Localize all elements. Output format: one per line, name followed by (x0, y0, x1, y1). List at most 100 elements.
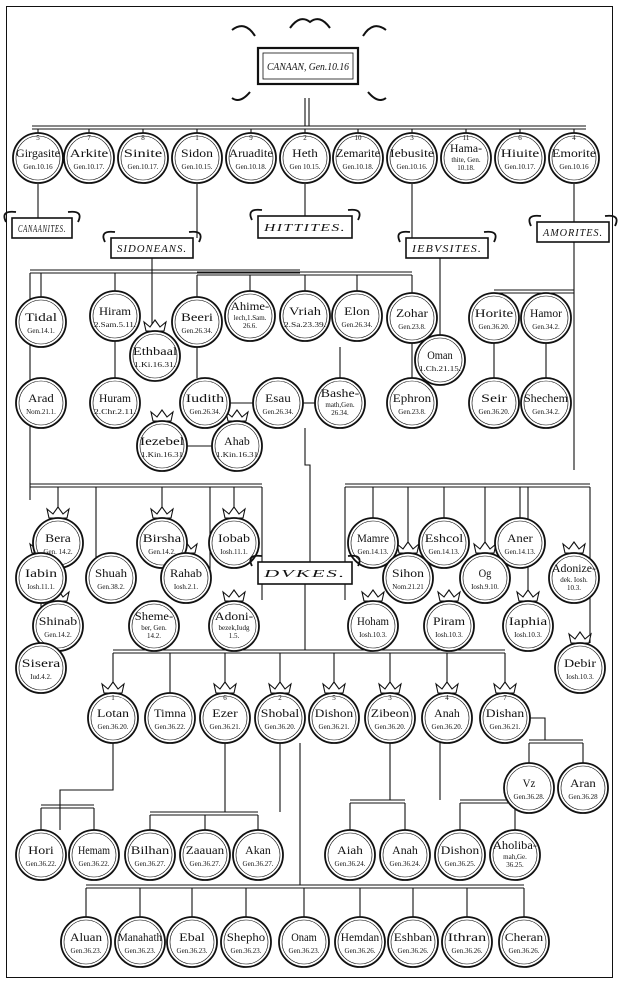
node-name: Shechem (524, 393, 568, 405)
chart-title: CANAAN, Gen.10.16 (267, 62, 349, 73)
node-reference: Gen.26.34. (190, 408, 221, 416)
crown-icon (361, 589, 385, 602)
node-reference: Gen.10.15. (182, 163, 213, 171)
node-reference: Gen.36.21. (490, 723, 521, 731)
node-name: Shinab (39, 616, 78, 628)
node-circle (136, 420, 188, 472)
banner-sidoneans: SIDONEANS. (102, 230, 202, 259)
node-circle (386, 132, 438, 184)
node-circle (124, 829, 176, 881)
banner-label: HITTITES. (263, 222, 346, 234)
node-name: Ithran (448, 932, 487, 944)
node-inner-ring (443, 135, 489, 181)
node-inner-ring (437, 832, 483, 878)
node-name: Adoni- (215, 611, 254, 623)
node-name: Bashe- (321, 388, 360, 400)
node-name: Ebal (179, 932, 205, 944)
cartouche-frame (256, 46, 360, 86)
banner-canaanites: CANAANITES. (3, 210, 81, 239)
node-number: 7 (87, 134, 91, 142)
node-name: Timna (154, 708, 186, 720)
node-reference: Nom.21.21 (392, 583, 424, 591)
node-reference: 1.5. (229, 632, 240, 640)
node-reference: Gen.10.17. (505, 163, 536, 171)
node-circle (179, 829, 231, 881)
node-reference: Gen.14.1. (27, 327, 55, 335)
node-circle (440, 132, 492, 184)
node-inner-ring (139, 423, 185, 469)
node-reference: Gen.26.34. (263, 408, 294, 416)
crown-icon (143, 319, 167, 332)
node-reference: Gen.36.20. (265, 723, 296, 731)
node-circle (60, 916, 112, 968)
person-node-shemeber: Sheme-ber, Gen.14.2. (128, 600, 180, 652)
crown-icon (493, 681, 517, 694)
node-name: Hiram (99, 306, 131, 318)
banner-frame (536, 221, 610, 243)
node-circle (494, 517, 546, 569)
person-node-ahimelech: Ahime-lech,1.Sam.26.6. (224, 290, 276, 342)
node-circle (347, 600, 399, 652)
banner-scroll (249, 554, 361, 567)
node-reference: Gen.36.22. (79, 860, 110, 868)
node-inner-ring (182, 832, 228, 878)
node-name: Emorite (552, 148, 596, 160)
node-circle (418, 517, 470, 569)
node-reference: 2.Sa.23.39. (284, 321, 326, 329)
node-reference: Gen.23.8. (398, 408, 426, 416)
node-reference: 14.2. (147, 632, 161, 640)
node-reference: Iosh.11.1. (27, 583, 55, 591)
node-name: Akan (245, 845, 271, 857)
node-reference: Gen.36.26. (509, 947, 540, 955)
banner-amorites: AMORITES. (528, 214, 618, 243)
node-inner-ring (223, 919, 269, 965)
node-inner-ring (390, 919, 436, 965)
node-inner-ring (174, 135, 220, 181)
node-reference: Gen.36.23. (231, 947, 262, 955)
crown-icon (150, 506, 174, 519)
node-circle (15, 642, 67, 694)
node-inner-ring (501, 919, 547, 965)
node-circle (503, 762, 555, 814)
node-inner-ring (88, 555, 134, 601)
node-circle (87, 692, 139, 744)
node-name-cont: bezek,Iudg (219, 624, 250, 632)
node-inner-ring (497, 135, 543, 181)
node-inner-ring (389, 295, 435, 341)
node-reference: Iosh.10.3. (359, 631, 387, 639)
node-circle (129, 330, 181, 382)
crown-icon (396, 541, 420, 554)
node-name: Oman (427, 350, 453, 362)
node-circle (114, 916, 166, 968)
node-name: Hemdan (341, 932, 380, 944)
node-circle (386, 292, 438, 344)
node-number: 4 (572, 134, 576, 142)
node-inner-ring (182, 380, 228, 426)
node-circle (520, 377, 572, 429)
node-reference: Gen.14.2. (44, 631, 72, 639)
node-circle (364, 692, 416, 744)
node-number: 5 (332, 694, 336, 702)
node-name: Ethbaal (133, 346, 177, 358)
node-circle (220, 916, 272, 968)
node-inner-ring (117, 919, 163, 965)
node-number: 4 (445, 694, 449, 702)
